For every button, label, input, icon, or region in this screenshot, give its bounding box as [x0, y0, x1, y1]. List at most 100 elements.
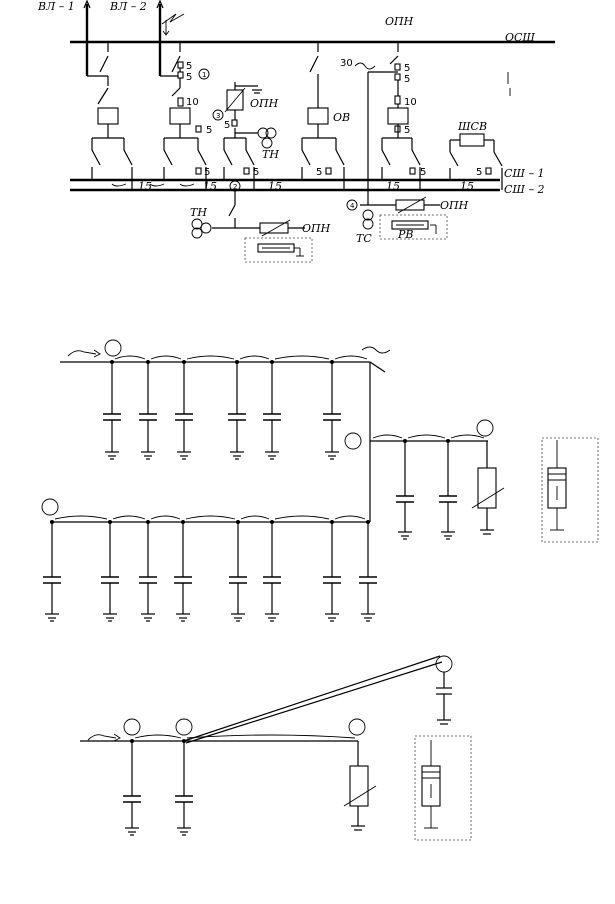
svg-text:15: 15	[386, 180, 400, 193]
capacitor	[139, 360, 157, 460]
arrester-element-bottom	[349, 765, 369, 807]
label-arrester-top: ОПН	[385, 15, 414, 28]
cable-wave-icon	[361, 346, 391, 354]
arrester-left-dashed-box	[244, 237, 313, 263]
capacitor	[229, 520, 247, 622]
capacitor	[263, 360, 281, 460]
capacitor	[139, 520, 157, 622]
svg-text:5: 5	[420, 167, 426, 178]
section-brace	[112, 515, 146, 520]
bay-bus-tie: ШСВ 5	[449, 120, 503, 190]
node-marker-b	[344, 432, 362, 450]
label-line2: ВЛ – 2	[109, 0, 147, 13]
branch-aux-transformer: ТС ОПН РВ	[356, 190, 469, 245]
section-brace	[150, 355, 182, 360]
surge-arrester-box-bottom	[414, 735, 472, 841]
svg-text:15: 15	[203, 180, 217, 193]
node-marker-e	[123, 718, 141, 736]
svg-text:15: 15	[460, 180, 474, 193]
arrester-left-box	[259, 222, 289, 234]
bay-vt-arrester: ОПН 3 5 ТН 5	[212, 82, 279, 190]
svg-text:2: 2	[233, 183, 237, 191]
label-bus2: СШ – 2	[504, 183, 544, 196]
marker-3	[212, 109, 224, 121]
surge-arrester-box	[541, 437, 599, 543]
svg-text:10: 10	[186, 97, 199, 108]
equivalent-circuit-bottom	[80, 655, 472, 841]
bay-line1	[87, 42, 133, 190]
svg-text:5: 5	[404, 125, 410, 136]
label-bus-tie: ШСВ	[457, 120, 487, 133]
label-arrester-left: ОПН	[302, 222, 331, 235]
label-vt-bottom: ТН	[190, 206, 207, 219]
section-brace	[240, 515, 270, 520]
section-brace	[334, 515, 366, 520]
incoming-wave-icon	[67, 350, 97, 357]
label-bus1: СШ – 1	[504, 167, 544, 180]
section-brace	[150, 515, 181, 520]
section-brace	[54, 515, 108, 520]
section-brace	[274, 355, 330, 360]
cable-link-lower	[185, 661, 443, 744]
capacitor	[323, 520, 341, 622]
capacitor	[228, 360, 246, 460]
capacitor	[123, 739, 141, 836]
label-vt: ТН	[262, 148, 279, 161]
svg-text:1: 1	[202, 71, 206, 79]
breaker-line1	[97, 107, 119, 125]
svg-text:30: 30	[340, 58, 353, 69]
capacitor	[439, 439, 457, 540]
vt-winding-2	[265, 127, 277, 139]
capacitor	[174, 520, 192, 622]
surge-arrester-dashed-box	[379, 214, 448, 240]
node-marker-f	[175, 718, 193, 736]
capacitor	[396, 439, 414, 540]
section-brace	[372, 434, 403, 439]
breaker-feeder	[387, 107, 409, 125]
arrester-right-box	[395, 199, 425, 211]
right-capacitors	[372, 434, 485, 540]
svg-text:5: 5	[186, 61, 192, 72]
surge-arrow-icon	[162, 20, 170, 36]
section-brace	[186, 734, 356, 739]
capacitor	[175, 739, 193, 836]
label-arrester: ОПН	[250, 97, 279, 110]
section-brace	[274, 515, 330, 520]
svg-text:5: 5	[253, 167, 259, 178]
lower-capacitors	[43, 515, 377, 622]
arrester-element	[477, 467, 497, 509]
lightning-icon	[161, 13, 185, 25]
substation-scheme: ВЛ – 1 ВЛ – 2 ОПН ОСШ	[37, 0, 555, 263]
svg-text:5: 5	[186, 72, 192, 83]
bay-feeder-30: 30 5 5 10 5 5	[340, 42, 511, 190]
label-bypass-breaker: ОВ	[333, 111, 350, 124]
label-aux-transformer: ТС	[356, 232, 372, 245]
capacitor	[359, 520, 377, 622]
node-marker-g	[348, 718, 366, 736]
line2-arrow	[156, 0, 164, 9]
bay-bypass-breaker: ОВ 5	[301, 42, 350, 190]
capacitor	[323, 360, 341, 460]
svg-text:5: 5	[204, 167, 210, 178]
branch-bottom-vt: ТН ОПН	[190, 191, 331, 263]
svg-text:15: 15	[268, 180, 282, 193]
node-marker-c	[476, 419, 494, 437]
section-brace	[134, 734, 182, 739]
svg-text:10: 10	[404, 97, 417, 108]
capacitor	[263, 520, 281, 622]
section-brace	[407, 434, 446, 439]
cable-link-upper	[183, 655, 441, 742]
node-marker-a	[104, 339, 122, 357]
bottom-capacitors	[123, 734, 356, 836]
label-arrester-right: ОПН	[440, 199, 469, 212]
vt-winding-3	[261, 137, 273, 149]
capacitor	[175, 360, 193, 460]
marker-4	[346, 199, 358, 211]
marker-1	[198, 68, 210, 80]
section-brace	[239, 355, 270, 360]
section-brace	[185, 515, 236, 520]
capacitor	[43, 520, 61, 622]
svg-text:5: 5	[316, 167, 322, 178]
breaker-bus-tie	[459, 133, 485, 147]
